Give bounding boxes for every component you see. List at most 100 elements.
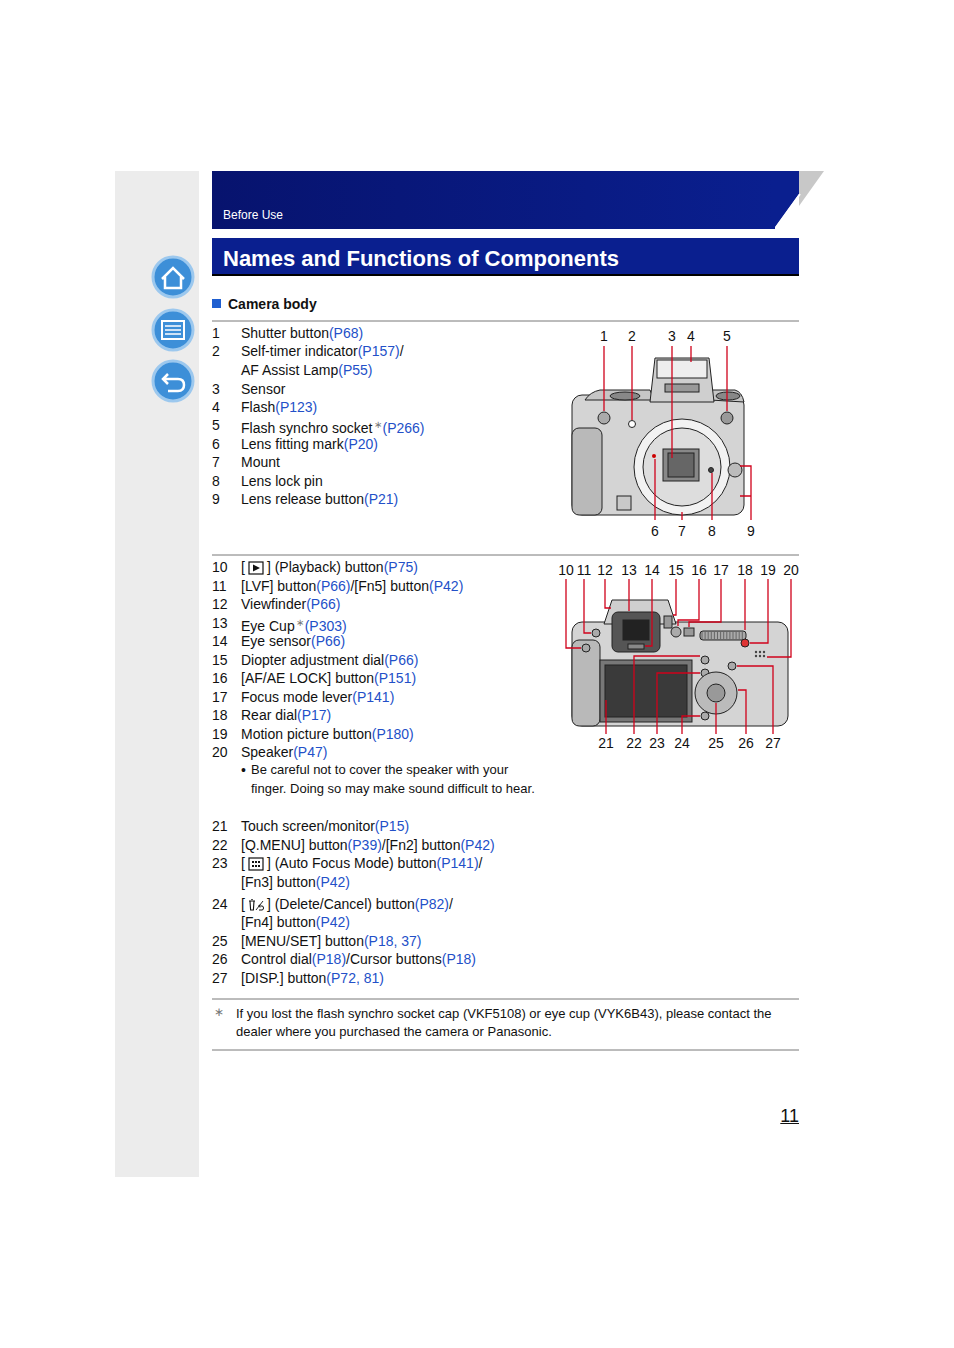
item-row: [DISP.] button(P72, 81)	[241, 969, 384, 987]
item-row: Eye sensor(P66)	[241, 632, 345, 650]
callout-number: 10	[557, 562, 575, 578]
page-link: (P75)	[384, 559, 418, 575]
item-row: Mount	[241, 453, 280, 471]
page-link: (P66)	[316, 578, 350, 594]
header-bands	[212, 171, 824, 276]
text-block: If you lost the flash synchro socket cap…	[236, 1005, 801, 1041]
page-number: 11	[780, 1105, 799, 1127]
item-number: 10	[212, 558, 228, 576]
item-text: [	[241, 559, 245, 575]
item-text: Shutter button	[241, 325, 329, 341]
item-row: [MENU/SET] button(P18, 37)	[241, 932, 422, 950]
item-text: Lens fitting mark	[241, 436, 344, 452]
item-row: Lens fitting mark(P20)	[241, 435, 378, 453]
item-row: Viewfinder(P66)	[241, 595, 340, 613]
callout-number: 3	[668, 328, 676, 344]
callout-number: 2	[628, 328, 636, 344]
callout-number: 13	[620, 562, 638, 578]
callout-number: 8	[707, 523, 717, 539]
text-line: Camera body	[228, 295, 317, 313]
page-link: (P18)	[442, 951, 476, 967]
callout-number: 16	[691, 562, 707, 578]
callout-number: 26	[737, 735, 755, 751]
item-number: 3	[212, 381, 220, 397]
nav-icons	[153, 257, 193, 401]
item-row: [Fn3] button(P42)	[241, 873, 350, 891]
page-link: (P20)	[344, 436, 378, 452]
callout-number: 19	[759, 562, 777, 578]
text-line: ∗	[214, 1003, 224, 1021]
item-row: Shutter button(P68)	[241, 324, 363, 342]
item-text: [LVF] button	[241, 578, 316, 594]
leader-lines-front	[604, 346, 751, 520]
leader-lines-rear	[566, 579, 791, 734]
item-text: [	[241, 855, 245, 871]
item-row: Lens lock pin	[241, 472, 323, 490]
footnote-mark: ∗	[214, 1005, 224, 1019]
item-number: 2	[212, 343, 220, 359]
item-number: 10	[212, 559, 228, 575]
item-text: /	[400, 343, 404, 359]
page-link: (P66)	[384, 652, 418, 668]
item-text: [Fn4] button	[241, 914, 316, 930]
callout-number: 1	[600, 328, 608, 344]
callout-number: 14	[643, 562, 661, 578]
callout-number: 5	[723, 328, 731, 344]
page-link: (P180)	[372, 726, 414, 742]
camera-front	[572, 358, 744, 515]
section-square	[212, 299, 221, 308]
item-number: 24	[212, 895, 228, 913]
item-number: 9	[212, 490, 220, 508]
callout-number: 23	[648, 735, 666, 751]
callout-number: 9	[746, 523, 756, 539]
item-row: [Q.MENU] button(P39)/[Fn2] button(P42)	[241, 836, 495, 854]
item-row: AF Assist Lamp(P55)	[241, 361, 373, 379]
callout-number: 12	[597, 562, 613, 578]
callout-number: 1	[599, 328, 609, 344]
item-text: Diopter adjustment dial	[241, 652, 384, 668]
callout-number: 2	[627, 328, 637, 344]
callout-number: 7	[678, 523, 686, 539]
callout-number: 20	[783, 562, 799, 578]
page-link: (P42)	[316, 874, 350, 890]
page-title: Names and Functions of Components	[223, 245, 619, 273]
item-text: [DISP.] button	[241, 970, 326, 986]
item-text: Viewfinder	[241, 596, 306, 612]
page-link: (P42)	[316, 914, 350, 930]
item-text: Control dial	[241, 951, 312, 967]
item-text: Self-timer indicator	[241, 343, 358, 359]
play-icon	[248, 561, 264, 575]
item-number: 18	[212, 706, 228, 724]
callout-number: 20	[782, 562, 800, 578]
item-number: 13	[212, 614, 228, 632]
item-number: 27	[212, 969, 228, 987]
item-text: Flash	[241, 399, 275, 415]
item-number: 9	[212, 491, 220, 507]
footnote-mark: ∗	[374, 419, 382, 430]
item-number: 22	[212, 837, 228, 853]
item-number: 25	[212, 932, 228, 950]
item-text: /	[449, 896, 453, 912]
item-row: Lens release button(P21)	[241, 490, 398, 508]
callout-number: 21	[597, 735, 615, 751]
item-text: /[Fn2] button	[382, 837, 461, 853]
item-number: 12	[212, 595, 228, 613]
page-link: (P18, 37)	[364, 933, 422, 949]
callout-number: 24	[674, 735, 690, 751]
item-text: [	[241, 896, 245, 912]
page-link: (P141)	[352, 689, 394, 705]
item-number: 27	[212, 970, 228, 986]
item-number: 15	[212, 651, 228, 669]
section-heading: Camera body	[228, 296, 317, 312]
page-link: (P42)	[460, 837, 494, 853]
item-number: 26	[212, 950, 228, 968]
item-row: Touch screen/monitor(P15)	[241, 817, 409, 835]
item-number: 5	[212, 417, 220, 433]
item-text: Focus mode lever	[241, 689, 352, 705]
item-number: 2	[212, 342, 220, 360]
callout-number: 19	[760, 562, 776, 578]
callout-number: 6	[650, 523, 660, 539]
item-text: ] (Delete/Cancel) button	[267, 896, 415, 912]
item-row: [LVF] button(P66)/[Fn5] button(P42)	[241, 577, 463, 595]
